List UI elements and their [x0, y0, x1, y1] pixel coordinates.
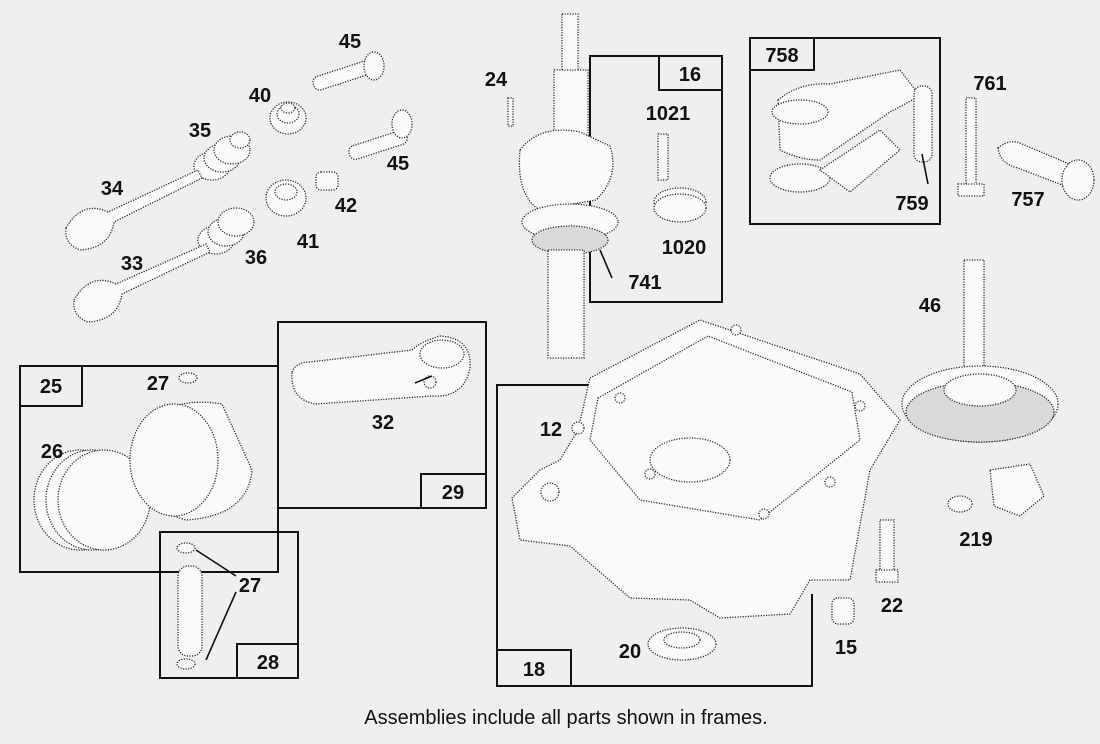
seal-1020: [653, 187, 707, 223]
label-12: 12: [540, 419, 562, 441]
piston-ring-set-26: [33, 449, 151, 551]
rocker-stud-45-top: [312, 51, 385, 91]
connecting-rod-assembly-758: [769, 69, 921, 193]
leader-lines: [195, 153, 929, 661]
connecting-rod-757: [997, 141, 1095, 201]
exhaust-valve-34: [65, 169, 203, 251]
label-46: 46: [919, 295, 941, 317]
crankcase-18: [511, 319, 901, 619]
label-34: 34: [101, 178, 124, 200]
connecting-rod-32: [291, 335, 471, 405]
bolt-761: [957, 97, 985, 197]
valve-retainer-42: [315, 171, 339, 191]
pin-24: [507, 97, 514, 127]
assembly-frame-25: 25: [19, 365, 279, 573]
label-757: 757: [1011, 189, 1044, 211]
label-40: 40: [249, 85, 271, 107]
frame-tag-18: 18: [523, 659, 545, 681]
rocker-stud-45-lower: [348, 109, 413, 161]
governor-219: [947, 463, 1045, 517]
intake-valve-33: [73, 243, 211, 323]
label-35: 35: [189, 120, 211, 142]
label-759: 759: [895, 193, 928, 215]
crankshaft-741: [518, 13, 619, 359]
frame-tag-25: 25: [40, 376, 62, 398]
label-41: 41: [297, 231, 319, 253]
diagram-caption: Assemblies include all parts shown in fr…: [364, 707, 768, 729]
piston-clip-27-top: [178, 372, 198, 384]
label-42: 42: [335, 195, 357, 217]
frame-tag-29: 29: [442, 482, 464, 504]
valve-cap-40: [269, 101, 307, 135]
label-22: 22: [881, 595, 903, 617]
assembly-frame-758: 758: [749, 37, 941, 225]
label-20: 20: [619, 641, 641, 663]
label-26: 26: [41, 441, 63, 463]
label-219: 219: [959, 529, 992, 551]
label-45-top: 45: [339, 31, 361, 53]
label-1021: 1021: [646, 103, 691, 125]
piston: [129, 401, 253, 521]
assembly-frame-29: 29: [277, 321, 487, 509]
label-1020: 1020: [662, 237, 707, 259]
label-741: 741: [628, 272, 661, 294]
frame-tag-28: 28: [257, 652, 279, 674]
assembly-frame-18: 18: [496, 384, 813, 687]
label-761: 761: [973, 73, 1006, 95]
label-27-lower: 27: [239, 575, 261, 597]
assembly-frame-28: 28: [159, 531, 299, 679]
label-32: 32: [372, 412, 394, 434]
label-36: 36: [245, 247, 267, 269]
label-33: 33: [121, 253, 143, 275]
pin-759: [913, 85, 933, 163]
label-27-top: 27: [147, 373, 169, 395]
dowel-1021: [657, 133, 669, 181]
label-24: 24: [485, 69, 508, 91]
label-45-lower: 45: [387, 153, 409, 175]
label-15: 15: [835, 637, 857, 659]
valve-cap-41: [265, 179, 307, 217]
piston-pin: [176, 542, 203, 670]
frame-tag-758: 758: [765, 45, 798, 67]
valve-spring-35: [193, 131, 251, 181]
oil-seal-20: [647, 627, 717, 661]
plug-15: [831, 597, 855, 625]
assembly-frame-16: 16: [589, 55, 723, 303]
frame-tag-16: 16: [679, 64, 701, 86]
stud-22: [875, 519, 899, 583]
camshaft-gear-46: [901, 259, 1059, 443]
